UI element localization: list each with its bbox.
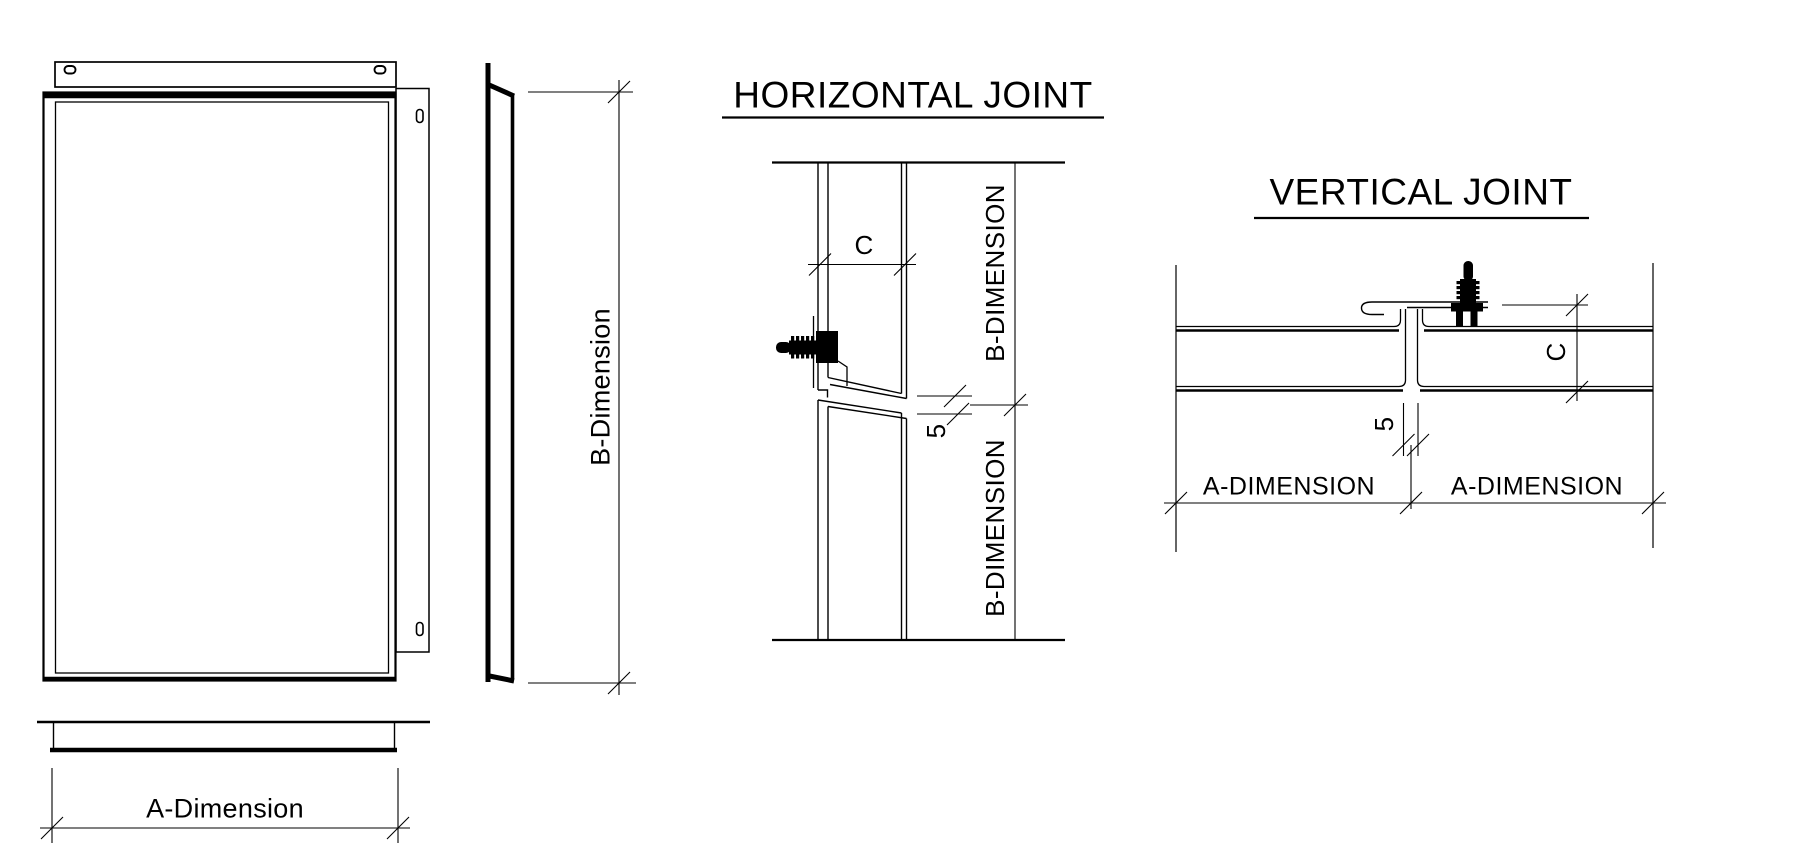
vertical-joint-c-label: C [1541, 342, 1571, 362]
upper-panel-section [817, 162, 908, 400]
horizontal-joint-detail [722, 116, 1104, 642]
gap-dimension [917, 384, 972, 426]
dim-tick [386, 816, 410, 840]
a-dimension-right-label: A-DIMENSION [1450, 472, 1624, 501]
flange-slot-left [63, 65, 77, 75]
b-dimension-upper-label: B-DIMENSION [980, 184, 1010, 362]
right-panel-section [1416, 309, 1653, 392]
b-dimension-lower-label: B-DIMENSION [980, 439, 1010, 617]
dim-tick [1164, 491, 1188, 515]
b-dimension-annotation [528, 80, 636, 695]
subgirt-slot-top [415, 108, 424, 124]
c-dimension [1502, 293, 1589, 404]
panel-front-view [37, 61, 430, 753]
dim-tick [808, 253, 832, 276]
flange-outline [54, 61, 397, 88]
screw-fastener-icon [776, 316, 848, 388]
dim-tick [946, 402, 970, 426]
vertical-joint-title: VERTICAL JOINT [1269, 171, 1573, 213]
dim-tick [607, 671, 631, 695]
dim-tick [1565, 380, 1589, 404]
subgirt-slot-bottom [415, 621, 424, 637]
gap-dimension [1392, 403, 1430, 509]
dim-tick [40, 816, 64, 840]
screw-fastener-icon [1451, 261, 1483, 326]
subgirt-rail [395, 87, 430, 653]
panel-inner-face [54, 101, 390, 674]
a-dimension-label: A-Dimension [146, 793, 304, 824]
b-dimension-extents [970, 162, 1028, 640]
dim-tick [1003, 393, 1027, 417]
lower-panel-section [817, 399, 908, 640]
horizontal-joint-c-label: C [854, 230, 874, 260]
dim-tick [1565, 293, 1589, 317]
profile-bottom-lip [486, 673, 515, 684]
horizontal-joint-gap-label: 5 [921, 423, 951, 439]
vertical-joint-detail [1164, 216, 1666, 552]
a-dimension-left-label: A-DIMENSION [1202, 472, 1376, 501]
horizontal-joint-title: HORIZONTAL JOINT [733, 74, 1093, 116]
panel-side-view [485, 63, 516, 684]
panel-outer-edge [42, 91, 397, 682]
dim-tick [943, 384, 967, 408]
a-dimension-line [1164, 491, 1666, 515]
dim-tick [1399, 491, 1423, 515]
vertical-joint-gap-label: 5 [1369, 416, 1399, 432]
profile-top-lip [485, 81, 516, 99]
dim-tick [1641, 491, 1665, 515]
left-panel-section [1176, 309, 1407, 392]
b-dimension-label: B-Dimension [585, 308, 616, 466]
dim-tick [893, 253, 917, 276]
dim-tick [1392, 433, 1415, 457]
flange-slot-right [373, 65, 387, 75]
c-dimension [808, 253, 917, 276]
dim-tick [607, 80, 631, 104]
a-dimension-annotation [40, 768, 410, 843]
